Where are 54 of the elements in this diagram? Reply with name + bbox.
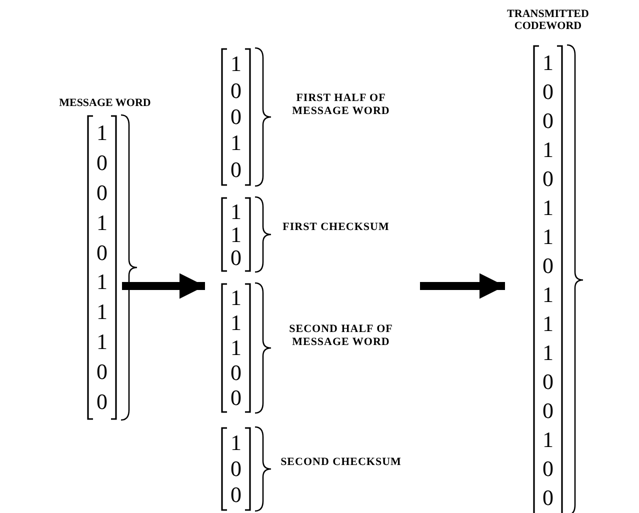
column-vector xyxy=(220,197,252,272)
matrix-entry: 1 xyxy=(230,132,242,154)
brace-label: SECOND HALF OF MESSAGE WORD xyxy=(288,323,394,349)
matrix-entry: 0 xyxy=(542,370,554,392)
matrix-entry: 0 xyxy=(230,106,242,128)
matrix-entry: 1 xyxy=(230,224,242,246)
matrix-entry: 1 xyxy=(230,432,242,454)
matrix-entry: 1 xyxy=(230,287,242,310)
matrix-entry: 1 xyxy=(96,331,108,354)
column-vector xyxy=(220,427,252,511)
matrix-entry: 1 xyxy=(230,312,242,334)
matrix-entry: 0 xyxy=(230,158,242,181)
matrix-entry: 1 xyxy=(542,312,554,334)
matrix-entry: 0 xyxy=(542,400,554,422)
vector-label: TRANSMITTED CODEWORD xyxy=(506,8,590,32)
matrix-entry: 1 xyxy=(230,337,242,359)
matrix-entry: 0 xyxy=(96,242,108,264)
matrix-entry: 1 xyxy=(542,428,554,450)
brace-label: FIRST HALF OF MESSAGE WORD xyxy=(291,92,391,118)
matrix-entry: 0 xyxy=(96,391,108,414)
matrix-entry: 0 xyxy=(542,80,554,102)
matrix-entry: 0 xyxy=(542,458,554,480)
matrix-entry: 0 xyxy=(542,254,554,276)
matrix-entry: 1 xyxy=(230,200,242,222)
matrix-entry: 1 xyxy=(96,271,108,294)
vector-label: MESSAGE WORD xyxy=(58,97,152,109)
matrix-entry: 1 xyxy=(542,196,554,218)
column-vector xyxy=(220,48,252,186)
matrix-entry: 0 xyxy=(96,182,108,204)
matrix-entry: 0 xyxy=(230,80,242,102)
matrix-entry: 1 xyxy=(542,138,554,160)
matrix-entry: 0 xyxy=(230,458,242,480)
matrix-entry: 0 xyxy=(230,386,242,409)
matrix-entry: 0 xyxy=(230,246,242,268)
matrix-entry: 1 xyxy=(96,212,108,234)
matrix-entry: 0 xyxy=(542,486,554,508)
matrix-entry: 1 xyxy=(96,301,108,324)
matrix-entry: 0 xyxy=(542,110,554,132)
matrix-entry: 1 xyxy=(96,122,108,144)
matrix-entry: 0 xyxy=(96,361,108,384)
matrix-entry: 0 xyxy=(542,168,554,190)
matrix-entry: 0 xyxy=(96,152,108,174)
matrix-entry: 1 xyxy=(542,342,554,364)
column-vector xyxy=(220,283,252,413)
matrix-entry: 1 xyxy=(542,226,554,248)
brace-label: FIRST CHECKSUM xyxy=(282,221,390,234)
matrix-entry: 0 xyxy=(230,484,242,506)
arrow xyxy=(122,273,205,299)
matrix-entry: 1 xyxy=(542,284,554,306)
matrix-entry: 1 xyxy=(230,53,242,76)
arrow xyxy=(420,273,505,299)
matrix-entry: 1 xyxy=(542,52,554,74)
matrix-entry: 0 xyxy=(230,362,242,384)
brace-label: SECOND CHECKSUM xyxy=(280,456,402,469)
